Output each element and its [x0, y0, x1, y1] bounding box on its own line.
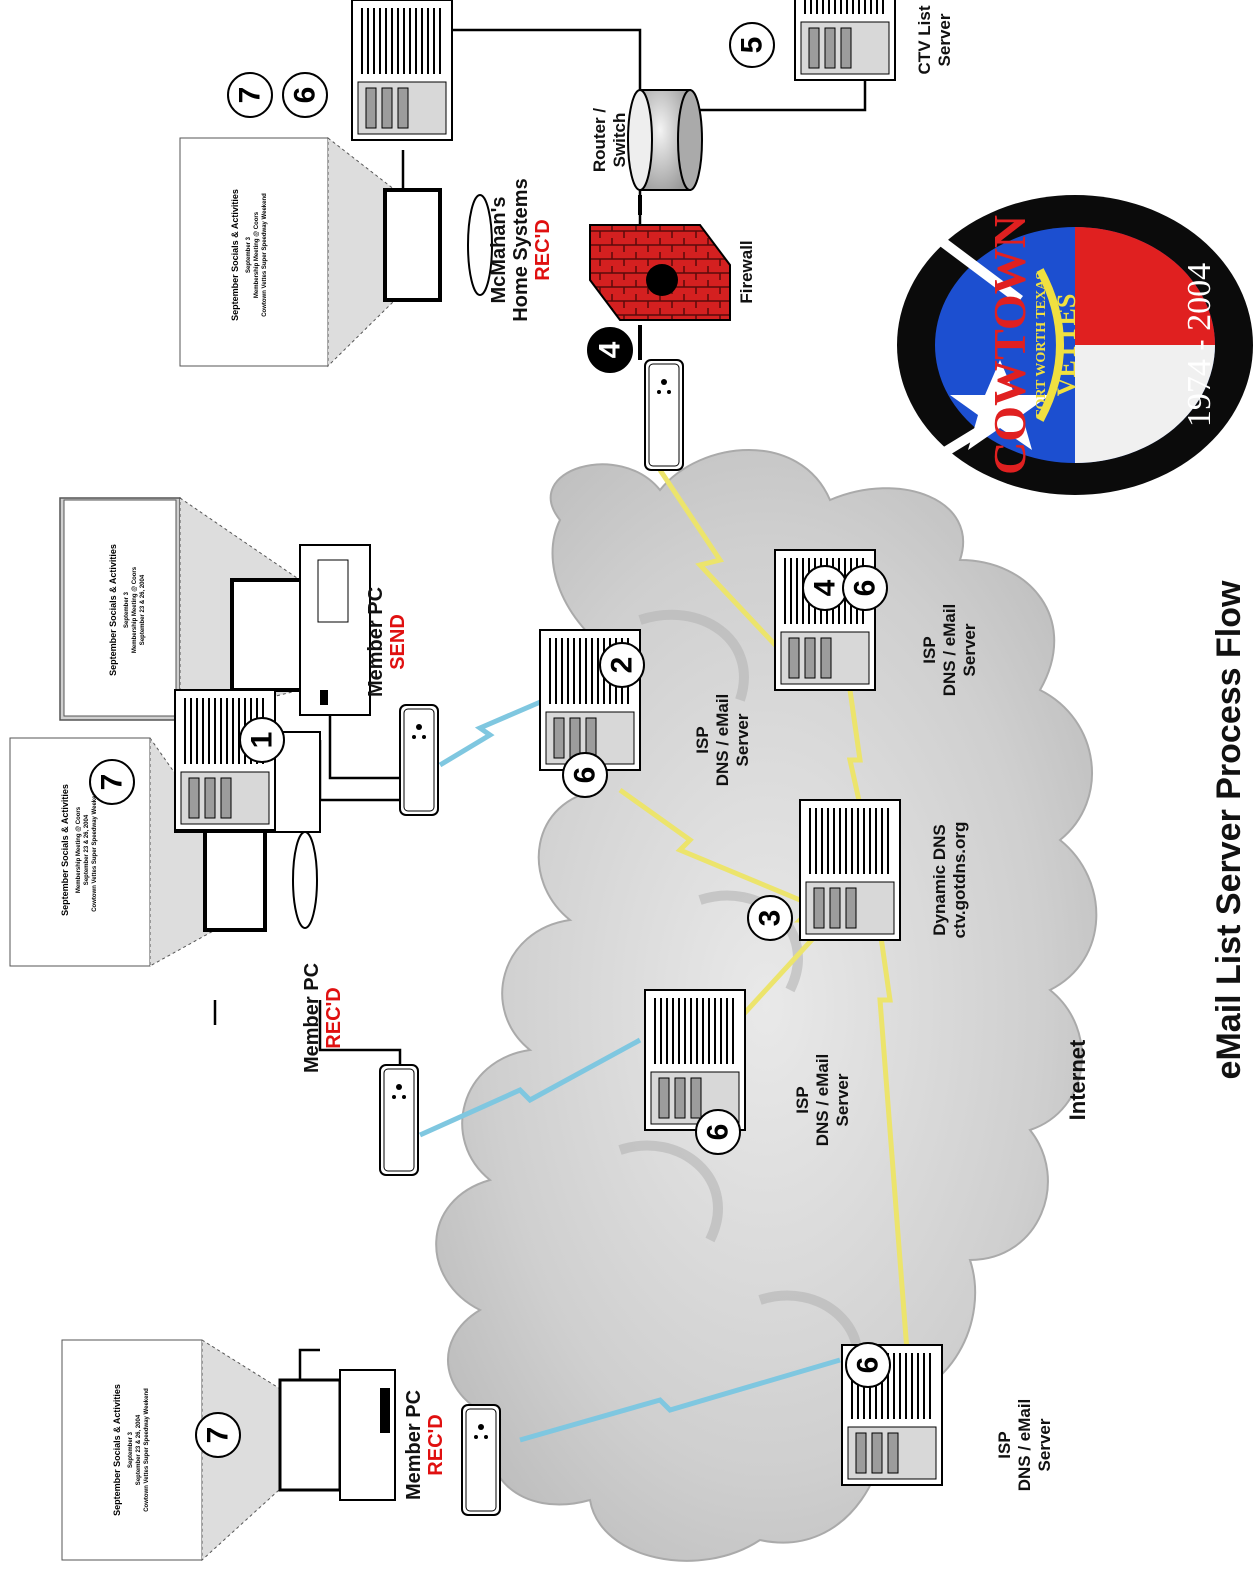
step-7-laptop: 7: [202, 1427, 235, 1444]
step-4-black: 4: [594, 341, 627, 358]
email-heading: September Socials & Activities: [108, 544, 118, 676]
label-isp-4-b: DNS / eMail: [940, 604, 959, 697]
label-member-pc-recd-a: Member PC: [301, 963, 323, 1073]
dynamic-dns-server: [799, 799, 901, 941]
svg-text:Membership Meeting @ Coors: Membership Meeting @ Coors: [254, 211, 260, 298]
step-7-mcmahan: 7: [234, 87, 267, 104]
step-6-mcmahan: 6: [289, 87, 322, 104]
label-isp-laptop-a: ISP: [995, 1431, 1014, 1458]
svg-text:September 3: September 3: [128, 1431, 134, 1468]
svg-text:September 3: September 3: [246, 236, 252, 273]
logo-years: 1974 - 2004: [1181, 263, 1218, 427]
email-preview-recd-b: September Socials & Activities September…: [112, 1384, 150, 1516]
label-isp-2-b: DNS / eMail: [713, 694, 732, 787]
svg-text:September 23 & 26, 2004: September 23 & 26, 2004: [84, 814, 90, 885]
svg-text:September Socials & Activities: September Socials & Activities: [230, 189, 240, 321]
label-isp-member-c: Server: [833, 1073, 852, 1126]
email-preview-recd-a: September Socials & Activities Membershi…: [60, 784, 98, 916]
logo-text: COWTOWN FORT WORTH TEXAS VETTES 1974 - 2…: [984, 215, 1218, 475]
step-6-isp2: 6: [569, 767, 602, 784]
cowtown-vettes-logo: [897, 195, 1253, 495]
step-1: 1: [246, 732, 279, 749]
email-line1: September 3: [124, 591, 130, 628]
modem-mcmahan: [644, 359, 684, 471]
svg-text:September Socials & Activities: September Socials & Activities: [112, 1384, 122, 1516]
svg-text:Membership Meeting @ Coors: Membership Meeting @ Coors: [76, 806, 82, 893]
mcmahan-server: [351, 0, 453, 141]
label-isp-laptop-b: DNS / eMail: [1015, 1399, 1034, 1492]
label-isp-2-a: ISP: [693, 726, 712, 753]
step-4: 4: [809, 579, 842, 596]
isp-server-member: [644, 989, 746, 1131]
label-isp-member-b: DNS / eMail: [813, 1054, 832, 1147]
svg-text:Cowtown Vettes Super Speedway: Cowtown Vettes Super Speedway Weekend: [92, 788, 98, 912]
step-6-isp-member: 6: [702, 1124, 735, 1141]
step-5: 5: [736, 37, 769, 54]
step-markers: 1 2 3 4 4 5 6 6 6 6 6 7 7 7: [89, 22, 891, 1458]
label-dyndns-1: Dynamic DNS: [930, 824, 949, 935]
label-router-2: Switch: [610, 113, 629, 168]
label-send: SEND: [387, 614, 409, 670]
step-7-member: 7: [96, 774, 129, 791]
svg-text:September 23 & 26, 2004: September 23 & 26, 2004: [136, 1414, 142, 1485]
firewall: [589, 224, 731, 321]
logo-city: FORT WORTH TEXAS: [1034, 272, 1049, 418]
label-mcmahan-1: McMahan's: [488, 196, 510, 303]
logo-suffix: VETTES: [1052, 294, 1081, 397]
label-member-pc-send: Member PC: [365, 587, 387, 697]
label-ctv-2: Server: [935, 13, 954, 66]
step-6-isp4: 6: [849, 580, 882, 597]
svg-text:Cowtown Vettes Super Speedway: Cowtown Vettes Super Speedway Weekend: [144, 1388, 150, 1512]
email-line3: September 23 & 26, 2004: [140, 574, 146, 645]
svg-text:September Socials & Activities: September Socials & Activities: [60, 784, 70, 916]
wan-links: [418, 468, 913, 1443]
label-isp-4-a: ISP: [920, 636, 939, 663]
email-preview-send: September Socials & Activities September…: [108, 544, 146, 676]
label-ctv-1: CTV List: [915, 5, 934, 74]
label-isp-member-a: ISP: [793, 1086, 812, 1113]
modem-send: [399, 704, 439, 816]
step-3: 3: [754, 910, 787, 927]
ctv-list-server: [794, 0, 896, 81]
step-6-isp-laptop: 6: [852, 1357, 885, 1374]
diagram-title: eMail List Server Process Flow: [1210, 580, 1248, 1079]
step-2: 2: [606, 657, 639, 674]
member-pc-send: [59, 497, 371, 721]
internet-cloud: [435, 449, 1098, 1562]
modem-laptop: [461, 1404, 501, 1516]
modem-member: [379, 1064, 419, 1176]
label-mcmahan-2: Home Systems: [510, 178, 532, 321]
label-dyndns-2: ctv.gotdns.org: [950, 822, 969, 939]
label-member-pc-recd-b: Member PC: [403, 1390, 425, 1500]
email-line2: Membership Meeting @ Coors: [132, 566, 138, 653]
mcmahan-home-systems: [179, 136, 493, 368]
label-isp-2-c: Server: [733, 713, 752, 766]
label-isp-4-c: Server: [960, 623, 979, 676]
label-router-1: Router /: [590, 108, 609, 173]
label-recd-c: REC'D: [532, 219, 554, 280]
router-switch: [627, 89, 703, 191]
cloud-label: Internet: [1065, 1039, 1090, 1120]
label-recd-b: REC'D: [425, 1414, 447, 1475]
member-pc-recd-b: [61, 1339, 396, 1562]
label-isp-laptop-c: Server: [1035, 1418, 1054, 1471]
label-firewall: Firewall: [737, 240, 756, 303]
logo-name: COWTOWN: [984, 215, 1035, 475]
svg-text:Cowtown Vettes Super Speedway: Cowtown Vettes Super Speedway Weekend: [262, 193, 268, 317]
label-recd-a: REC'D: [323, 987, 345, 1048]
email-preview-mcmahan: September Socials & Activities September…: [230, 189, 268, 321]
